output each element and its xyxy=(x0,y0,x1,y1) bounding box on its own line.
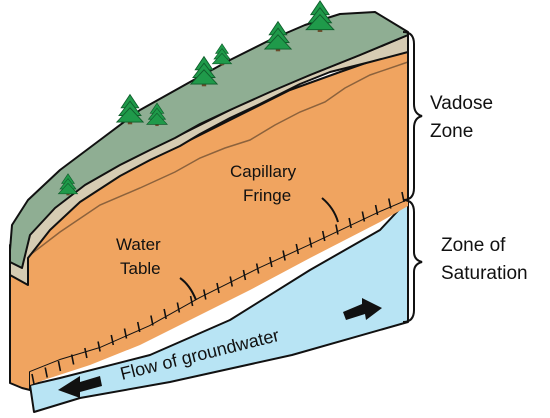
water-table-tick xyxy=(150,315,154,326)
water-table-label-line2: Table xyxy=(120,259,161,278)
water-table-tick xyxy=(361,211,366,222)
trees xyxy=(57,0,335,196)
conifer-tree-icon xyxy=(189,55,219,87)
vadose-zone-brace xyxy=(402,31,423,201)
water-table-label-line1: Water xyxy=(116,235,161,254)
conifer-tree-icon xyxy=(146,102,168,127)
surface-grass xyxy=(9,11,409,269)
water-table-tick xyxy=(269,256,273,268)
water-table-tick xyxy=(136,321,141,333)
conifer-tree-icon xyxy=(305,0,335,32)
conifer-tree-icon xyxy=(57,173,79,196)
flow-arrow-left-icon xyxy=(58,376,102,398)
vadose-zone-label-line1: Vadose xyxy=(430,93,493,114)
water-table-tick xyxy=(282,250,286,261)
water-table-tick xyxy=(176,302,181,313)
water-table-tick xyxy=(84,347,88,359)
water-table-tick xyxy=(57,360,62,372)
conifer-tree-icon xyxy=(263,20,293,52)
water-table-tick xyxy=(216,282,220,294)
water-table-tick xyxy=(70,354,75,365)
water-table-tick xyxy=(189,295,194,307)
flow-arrow-right-icon xyxy=(343,298,382,320)
water-table-tick xyxy=(31,373,35,385)
water-table-tick xyxy=(242,269,247,281)
water-table-tick xyxy=(308,237,313,248)
water-table-tick xyxy=(388,198,392,209)
water-table-tick xyxy=(229,276,233,287)
water-table-tick xyxy=(335,224,339,235)
saturation-zone-label-line1: Zone of xyxy=(441,235,506,256)
water-table-tick xyxy=(321,230,326,242)
unsaturated-soil xyxy=(9,47,409,391)
water-table-tick xyxy=(203,289,207,300)
water-table-tick xyxy=(348,217,352,229)
water-table-tick xyxy=(374,204,379,216)
saturation-zone-label-line2: Saturation xyxy=(441,263,528,284)
capillary-fringe-line xyxy=(29,61,409,256)
conifer-tree-icon xyxy=(211,43,233,66)
water-table-ticks xyxy=(31,191,405,385)
water-table-tick xyxy=(123,328,128,339)
water-table-leader xyxy=(179,277,197,301)
water-table-tick xyxy=(295,243,300,255)
capillary-fringe-label-line2: Fringe xyxy=(243,186,291,205)
water-table-tick xyxy=(44,367,48,378)
saturation-zone-brace xyxy=(402,199,423,323)
conifer-tree-icon xyxy=(115,93,145,125)
water-table-tick xyxy=(163,308,167,320)
water-table-tick xyxy=(255,263,260,274)
vadose-zone-label-line2: Zone xyxy=(430,121,473,142)
water-table-tick xyxy=(110,334,115,346)
water-table-tick xyxy=(97,341,101,352)
capillary-fringe-leader xyxy=(321,197,339,223)
capillary-fringe-label-line1: Capillary xyxy=(230,162,297,181)
